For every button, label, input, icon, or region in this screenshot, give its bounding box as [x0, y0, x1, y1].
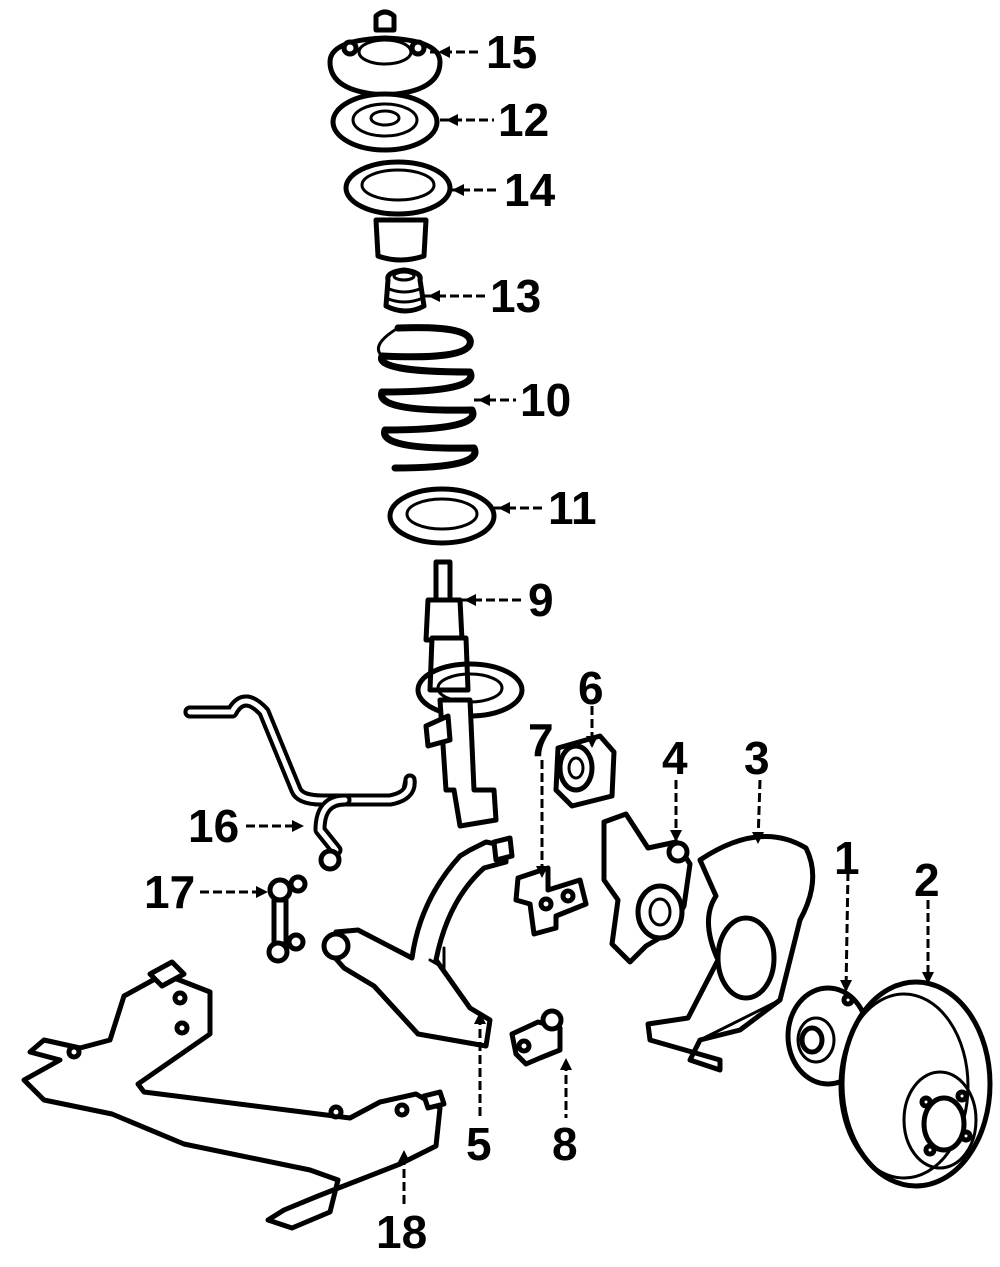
callout-9: 9 — [528, 574, 554, 626]
part-3-splash-shield — [645, 834, 816, 1073]
callout-6: 6 — [578, 662, 604, 714]
callout-labels: 15 12 14 13 10 11 9 6 7 4 3 1 2 16 17 5 … — [144, 26, 940, 1258]
callout-2: 2 — [914, 854, 940, 906]
callout-10: 10 — [520, 374, 571, 426]
part-13-jounce-bumper — [383, 267, 427, 314]
callout-8: 8 — [552, 1118, 578, 1170]
part-8-ball-joint — [509, 1008, 564, 1067]
part-17-stabilizer-link — [266, 874, 308, 964]
part-12-upper-seat — [330, 91, 440, 153]
part-7-bracket — [513, 865, 589, 937]
part-5-lower-control-arm — [321, 835, 515, 1049]
part-16-stabilizer-bar — [183, 694, 417, 872]
callout-16: 16 — [188, 800, 239, 852]
part-2-rotor — [838, 979, 993, 1189]
part-11-lower-seat — [387, 486, 497, 546]
callout-13: 13 — [490, 270, 541, 322]
callout-4: 4 — [662, 732, 688, 784]
callout-1: 1 — [834, 832, 860, 884]
part-10-coil-spring — [377, 324, 479, 472]
part-9-strut — [415, 559, 525, 829]
part-6-bushing — [553, 733, 617, 809]
part-15-strut-mount — [327, 9, 443, 98]
callout-5: 5 — [466, 1118, 492, 1170]
callout-12: 12 — [498, 94, 549, 146]
callout-17: 17 — [144, 866, 195, 918]
part-14-bumper-boot — [343, 159, 453, 263]
callout-3: 3 — [744, 732, 770, 784]
callout-11: 11 — [548, 482, 597, 534]
callout-14: 14 — [504, 164, 556, 216]
leader-arrowheads — [256, 46, 934, 1162]
callout-15: 15 — [486, 26, 537, 78]
callout-7: 7 — [528, 714, 554, 766]
part-4-steering-knuckle — [601, 811, 693, 965]
part-18-crossmember — [21, 959, 447, 1231]
callout-18: 18 — [376, 1206, 427, 1258]
